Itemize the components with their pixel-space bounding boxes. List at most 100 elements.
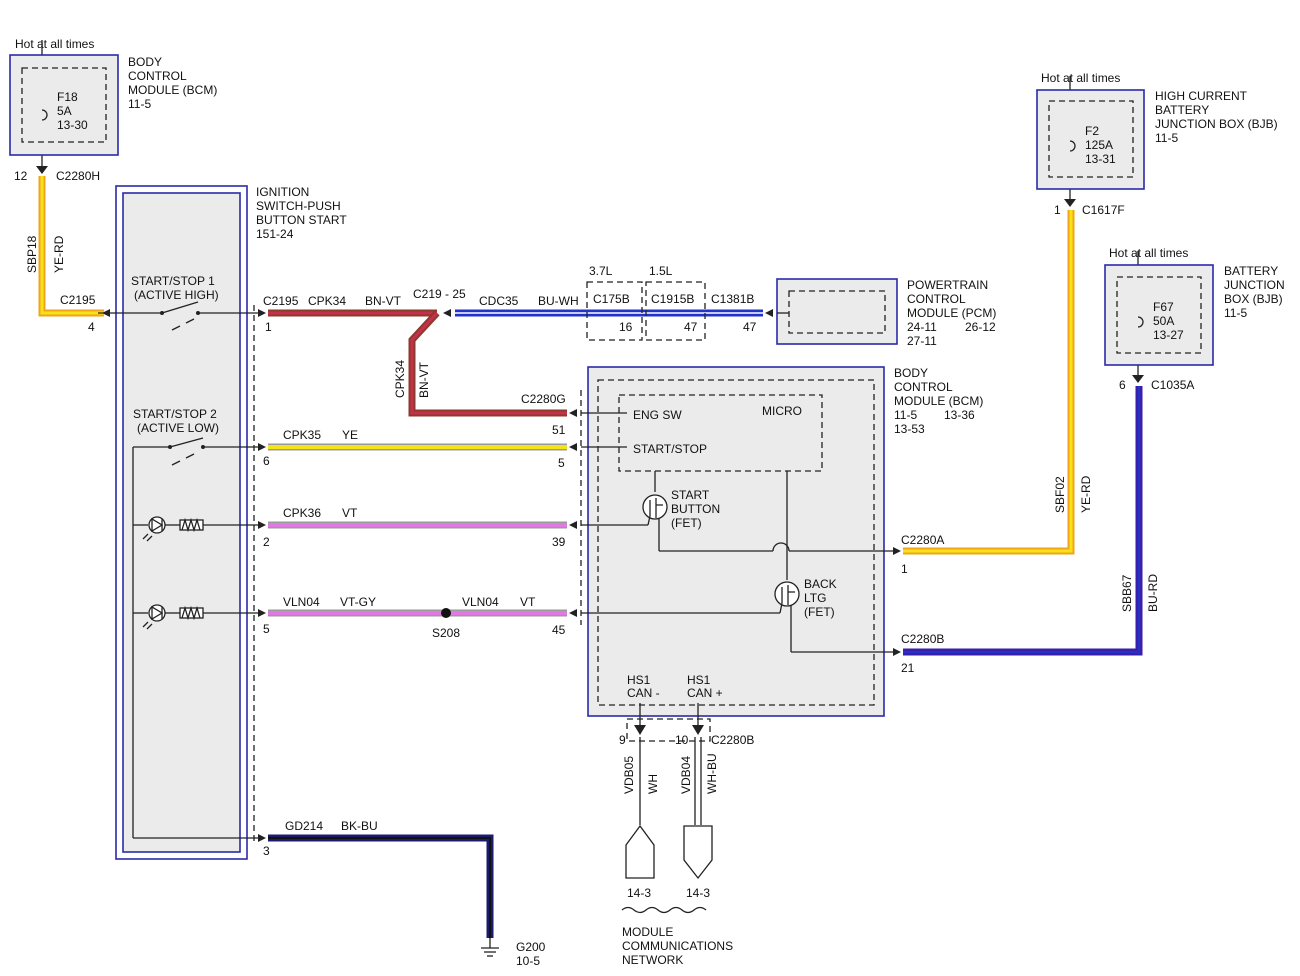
arrow-icon: [258, 309, 266, 317]
splice-label: S208: [432, 626, 460, 640]
fuse-f67-icon: [1137, 316, 1144, 328]
splice-label: C219 - 25: [413, 287, 466, 301]
fet-label: (FET): [671, 516, 702, 530]
wire-cdc35: CDC35 BU-WH 3.7L 1.5L C175B C1915B 16 47…: [455, 264, 773, 341]
wire-circuit-label: SBB67: [1120, 574, 1134, 612]
fet-start-button-icon: [642, 494, 668, 520]
pcm-ref: 27-11: [907, 334, 937, 348]
arrow-icon: [893, 547, 901, 555]
network-brace-icon: [621, 906, 707, 914]
bcm-fuse-header: Hot at all times: [15, 37, 94, 51]
ignition-name-line: IGNITION: [256, 185, 309, 199]
network-ref: 14-3: [686, 886, 710, 900]
fet-label: BUTTON: [671, 502, 720, 516]
switch2-sublabel: (ACTIVE LOW): [137, 421, 219, 435]
pcm-box: [776, 278, 898, 345]
bjb-box: [1104, 264, 1214, 366]
network-label: MODULE: [622, 925, 673, 939]
wire-color-label: YE-RD: [52, 235, 66, 273]
bcm-name-line: MODULE (BCM): [128, 83, 217, 97]
bcm-fuse-box: [9, 54, 119, 156]
wire-color-label: WH: [646, 774, 660, 794]
wire-circuit-label: VDB05: [622, 756, 636, 794]
connector-label: C2280A: [901, 533, 944, 547]
arrow-icon: [569, 609, 577, 617]
pin-label: 1: [1054, 203, 1061, 217]
wire-color-label: BK-BU: [341, 819, 378, 833]
wire-color-label: YE-RD: [1079, 475, 1093, 513]
arrow-icon: [102, 309, 110, 317]
fuse-id: F2: [1085, 124, 1099, 138]
wire-color-label: BU-WH: [538, 294, 579, 308]
wire-sbp18: SBP18 YE-RD C2195 4: [25, 176, 104, 334]
wire-circuit-label: VLN04: [462, 595, 499, 609]
switch1-sublabel: (ACTIVE HIGH): [134, 288, 219, 302]
connector-label: C2280B: [711, 733, 754, 747]
bcm-main-box: [587, 366, 885, 717]
pin-label: 12: [14, 169, 28, 183]
bcm-name-line: BODY: [128, 55, 162, 69]
wire-cpk36: CPK36 VT 2 39: [258, 506, 577, 549]
wire-color-label: VT: [520, 595, 536, 609]
ground-ref: 10-5: [516, 954, 540, 968]
pin-label: 6: [263, 454, 270, 468]
wire-color-label: BU-RD: [1146, 574, 1160, 612]
pin-label: 10: [675, 733, 689, 747]
wire-circuit-label: GD214: [285, 819, 323, 833]
wire-color-label: BN-VT: [365, 294, 402, 308]
network-ref: 14-3: [627, 886, 651, 900]
wire-circuit-label: CPK34: [308, 294, 346, 308]
bjb-name-line: JUNCTION: [1224, 278, 1285, 292]
bcm-ref: 11-5: [894, 408, 917, 422]
wire-color-label: VT: [342, 506, 358, 520]
arrow-icon: [634, 725, 646, 735]
connector-label: C1915B: [651, 292, 694, 306]
connector-label: C2280B: [901, 632, 944, 646]
wire-circuit-label: SBP18: [25, 235, 39, 273]
bjb-name-line: BATTERY: [1224, 264, 1278, 278]
fuse-f2-icon: [1069, 140, 1076, 152]
pin-label: 51: [552, 423, 566, 437]
pcm-name-line: POWERTRAIN: [907, 278, 988, 292]
connector-c2280b-can: [626, 718, 711, 742]
hcbjb-name-line: 11-5: [1155, 131, 1178, 145]
fuse-id: F18: [57, 90, 78, 104]
hcbjb-header: Hot at all times: [1041, 71, 1120, 85]
wire-circuit-label: CDC35: [479, 294, 519, 308]
ground-label: G200: [516, 940, 546, 954]
pin-label: 1: [901, 562, 908, 576]
hcbjb-name-line: HIGH CURRENT: [1155, 89, 1248, 103]
switch2-contact: [169, 437, 204, 448]
eng-sw-label: ENG SW: [633, 408, 682, 422]
ignition-name-line: 151-24: [256, 227, 294, 241]
pcm-module: POWERTRAIN CONTROL MODULE (PCM) 24-11 26…: [776, 278, 996, 348]
fuse-rating: 50A: [1153, 314, 1174, 328]
wire-circuit-label: CPK34: [393, 360, 407, 398]
wire-circuit-label: VDB04: [679, 756, 693, 794]
bcm-ref: 13-36: [944, 408, 975, 422]
connector-arrow-icon: [1064, 199, 1076, 207]
connector-arrow-icon: [36, 166, 48, 174]
arrow-icon: [443, 309, 451, 317]
wire-color-label: BN-VT: [417, 361, 431, 398]
switch2-actuator-icon: [171, 453, 195, 466]
connector-label: C1035A: [1151, 378, 1194, 392]
arrow-icon: [569, 443, 577, 451]
switch2-label: START/STOP 2: [133, 407, 217, 421]
switch1-actuator-icon: [171, 318, 195, 331]
fuse-ref: 13-30: [57, 118, 88, 132]
network-label: COMMUNICATIONS: [622, 939, 733, 953]
connector-label: C1381B: [711, 292, 754, 306]
engine-variant-label: 1.5L: [649, 264, 673, 278]
connector-arrow-icon: [1132, 375, 1144, 383]
pin-label: 4: [88, 320, 95, 334]
wire-gd214: GD214 BK-BU 3 G200 10-5: [258, 819, 546, 968]
bjb-header: Hot at all times: [1109, 246, 1188, 260]
wire-sbf02: SBF02 YE-RD C2280A 1: [893, 210, 1093, 576]
connector-label: C1617F: [1082, 203, 1125, 217]
pin-label: 39: [552, 535, 566, 549]
arrow-icon: [258, 521, 266, 529]
wire-circuit-label: CPK36: [283, 506, 321, 520]
micro-label: MICRO: [762, 404, 802, 418]
